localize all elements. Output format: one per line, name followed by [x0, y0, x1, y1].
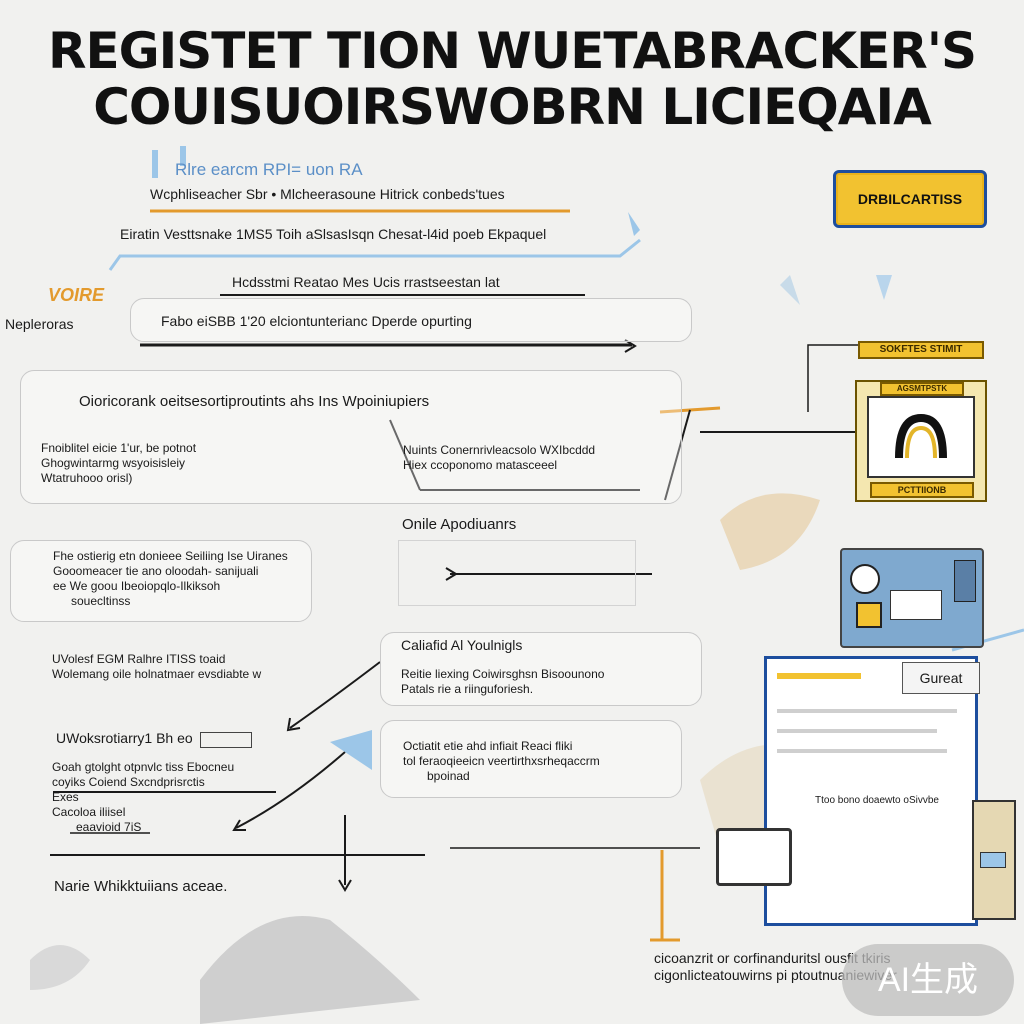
placeholder-grid	[398, 540, 636, 606]
section-panel: Oioricorank oeitsesortiproutints ahs Ins…	[20, 370, 682, 504]
block-three-panel: Fhe ostierig etn donieee Seiliing Ise Ui…	[10, 540, 312, 622]
window-line	[777, 709, 957, 713]
software-window: Ttoo bono doaewto oSivvbe	[764, 656, 978, 926]
right-note-panel: Octiatit etie ahd infiait Reaci fliki to…	[380, 720, 682, 798]
dial-icon	[850, 564, 880, 594]
headset-icon	[895, 413, 947, 459]
block-three-line: ee We goou Ibeoiopqlo-Ilkiksoh	[53, 579, 221, 593]
workflow-item: Cacoloa iliisel	[52, 805, 126, 819]
block-three-line: Gooomeacer tie ano oloodah- sanijuali	[53, 564, 259, 578]
row-1-text: Wcphliseacher Sbr • Mlcheerasoune Hitric…	[150, 186, 505, 202]
watermark-badge: AI生成	[842, 944, 1014, 1016]
display-panel	[890, 590, 942, 620]
mid-heading: Caliafid Al Youlnigls	[401, 637, 523, 653]
window-line	[777, 729, 937, 733]
left-badge: VOIRE	[48, 285, 105, 305]
row-3-text: Hcdsstmi Reatao Mes Ucis rrastseestan la…	[232, 274, 500, 290]
left-tag: Nepleroras	[5, 316, 74, 332]
device-monitor	[855, 380, 987, 502]
tower-pc-icon	[972, 800, 1016, 920]
header-note: Rlre earcm RPI= uon RA	[175, 160, 363, 179]
workflow-input[interactable]	[200, 732, 252, 748]
block-left: Fnoiblitel eicie 1'ur, be potnot Ghogwin…	[41, 441, 197, 485]
device-chip-bottom: PCTTIIONB	[870, 482, 974, 498]
workflow-item: coyiks Coiend Sxcndprisrctis	[52, 775, 205, 789]
bottom-right-note: cicoanzrit or corfinanduritsl ousfit tki…	[654, 950, 897, 983]
title-line-2: COUISUOIRSWOBRN LICIEQAIA	[93, 78, 932, 136]
bottom-label: Narie Whikktuiians aceae.	[54, 878, 228, 895]
row-2-text: Eiratin Vesttsnake 1MS5 Toih aSlsasIsqn …	[120, 226, 547, 242]
window-title-bar	[777, 673, 861, 679]
workflow-item: Exes	[52, 790, 79, 804]
block-three-line: Fhe ostierig etn donieee Seiliing Ise Ui…	[53, 549, 288, 563]
search-field-text: Fabo eiSBB 1'20 elciontunterianc Dperde …	[161, 313, 472, 329]
workflow-label: UWoksrotiarry1 Bh eo	[56, 730, 193, 746]
workflow-item: eaavioid 7iS	[76, 820, 142, 834]
title-line-1: REGISTET TION WUETABRACKER'S	[47, 22, 977, 80]
card-slot-icon	[856, 602, 882, 628]
block-three-line: souecltinss	[71, 594, 131, 608]
block-right: Nuints Conernrivleacsolo WXIbcddd Hiex c…	[403, 443, 596, 472]
window-action-button[interactable]: Gureat	[902, 662, 980, 694]
window-footer: Ttoo bono doaewto oSivvbe	[815, 795, 939, 806]
mid-right-panel: Caliafid Al Youlnigls Reitie liexing Coi…	[380, 632, 702, 706]
workflow-list: Goah gtolght otpnvlc tiss Ebocneu coyiks…	[52, 760, 234, 835]
search-field-box[interactable]: Fabo eiSBB 1'20 elciontunterianc Dperde …	[130, 298, 692, 342]
window-line	[777, 749, 947, 753]
port-panel	[954, 560, 976, 602]
device-screen	[867, 396, 975, 478]
device-chip-screen: AGSMTPSTK	[880, 382, 964, 396]
sub-heading: Onile Apodiuanrs	[402, 516, 517, 533]
top-action-button[interactable]: DRBILCARTISS	[833, 170, 987, 228]
small-monitor-icon	[716, 828, 792, 886]
workflow-item: Goah gtolght otpnvlc tiss Ebocneu	[52, 760, 235, 774]
section-heading: Oioricorank oeitsesortiproutints ahs Ins…	[79, 393, 430, 410]
device-chip-top: SOKFTES STIMIT	[858, 341, 984, 359]
mid-left-block: UVolesf EGM Ralhre ITISS toaid Wolemang …	[52, 652, 262, 681]
control-unit	[840, 548, 984, 648]
